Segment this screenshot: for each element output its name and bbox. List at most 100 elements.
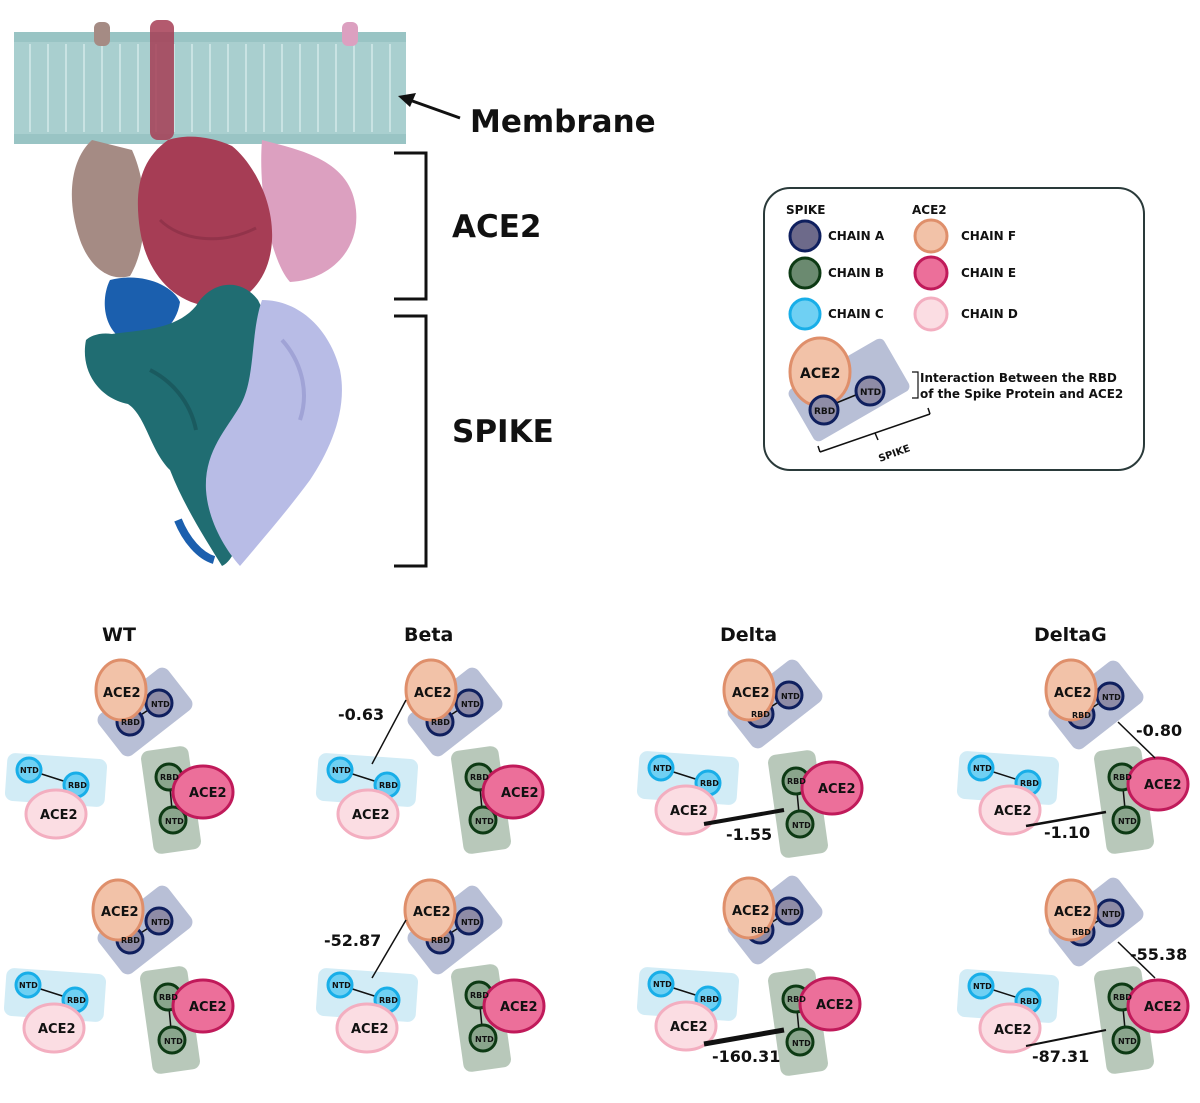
legend: SPIKE ACE2 CHAIN A CHAIN B CHAIN C CHAIN… [763, 187, 1145, 471]
svg-text:RBD: RBD [751, 926, 770, 935]
svg-text:ACE2: ACE2 [732, 904, 770, 919]
spike-bracket [394, 314, 428, 568]
svg-text:ACE2: ACE2 [670, 1020, 708, 1035]
svg-text:RBD: RBD [814, 407, 835, 417]
panel-beta-bottom: ACE2 ACE2 ACE2 -52.87 [313, 878, 546, 1075]
svg-text:ACE2: ACE2 [800, 366, 840, 382]
svg-text:ACE2: ACE2 [1144, 778, 1182, 793]
svg-text:NTD: NTD [461, 700, 480, 709]
svg-text:ACE2: ACE2 [352, 808, 390, 823]
chain-f-swatch [913, 218, 949, 254]
beta-bottom-value: -52.87 [324, 931, 381, 950]
deltag-bottom-value-b: -87.31 [1032, 1047, 1089, 1066]
svg-text:NTD: NTD [332, 766, 351, 775]
svg-text:RBD: RBD [1113, 773, 1132, 782]
svg-text:NTD: NTD [792, 1039, 811, 1048]
svg-text:RBD: RBD [431, 718, 450, 727]
legend-chain-a: CHAIN A [828, 229, 885, 243]
beta-top-value: -0.63 [338, 705, 384, 724]
chain-d-swatch [913, 296, 949, 332]
legend-spike-title: SPIKE [786, 203, 825, 217]
svg-text:NTD: NTD [475, 817, 494, 826]
svg-text:NTD: NTD [781, 692, 800, 701]
svg-text:NTD: NTD [1102, 693, 1121, 702]
svg-text:NTD: NTD [151, 918, 170, 927]
legend-interaction-line2: of the Spike Protein and ACE2 [920, 387, 1123, 401]
svg-text:NTD: NTD [164, 1037, 183, 1046]
legend-chain-d: CHAIN D [961, 307, 1018, 321]
svg-text:NTD: NTD [151, 700, 170, 709]
svg-text:ACE2: ACE2 [994, 1023, 1032, 1038]
svg-text:ACE2: ACE2 [816, 998, 854, 1013]
ace2-bracket [394, 151, 428, 301]
legend-chain-e: CHAIN E [961, 266, 1016, 280]
panel-title-deltag: DeltaG [1034, 624, 1107, 646]
svg-text:RBD: RBD [787, 777, 806, 786]
legend-ace2-title: ACE2 [912, 203, 947, 217]
svg-text:ACE2: ACE2 [101, 905, 139, 920]
svg-text:ACE2: ACE2 [501, 786, 539, 801]
membrane-label: Membrane [470, 104, 656, 140]
svg-text:RBD: RBD [160, 773, 179, 782]
svg-text:ACE2: ACE2 [818, 782, 856, 797]
svg-text:RBD: RBD [68, 781, 87, 790]
svg-text:NTD: NTD [653, 980, 672, 989]
svg-text:NTD: NTD [475, 1035, 494, 1044]
svg-text:NTD: NTD [165, 817, 184, 826]
legend-chain-c: CHAIN C [828, 307, 884, 321]
svg-text:NTD: NTD [1118, 1037, 1137, 1046]
svg-text:ACE2: ACE2 [189, 786, 227, 801]
panel-beta-top: ACE2 ACE2 ACE2 -0.63 [313, 658, 545, 857]
svg-text:RBD: RBD [470, 991, 489, 1000]
svg-text:ACE2: ACE2 [1144, 1000, 1182, 1015]
ace2-structure [71, 136, 357, 307]
svg-text:NTD: NTD [781, 908, 800, 917]
svg-text:ACE2: ACE2 [189, 1000, 227, 1015]
svg-text:RBD: RBD [700, 779, 719, 788]
panel-delta-bottom: ACE2 ACE2 ACE2 -160.31 [634, 870, 862, 1079]
svg-text:RBD: RBD [1113, 993, 1132, 1002]
panel-title-beta: Beta [404, 624, 453, 646]
chain-e-swatch [913, 255, 949, 291]
deltag-top-value-a: -0.80 [1136, 721, 1182, 740]
panel-title-wt: WT [102, 624, 136, 646]
svg-text:ACE2: ACE2 [1054, 686, 1092, 701]
svg-text:ACE2: ACE2 [38, 1022, 76, 1037]
ace2-label: ACE2 [452, 209, 542, 245]
svg-text:NTD: NTD [1118, 817, 1137, 826]
panel-deltag-top: ACE2 ACE2 ACE2 -0.80 -1.10 [954, 655, 1190, 857]
svg-text:RBD: RBD [121, 936, 140, 945]
svg-text:ACE2: ACE2 [40, 808, 78, 823]
panel-deltag-bottom: ACE2 ACE2 ACE2 -55.38 -87.31 [954, 872, 1190, 1077]
svg-text:NTD: NTD [973, 764, 992, 773]
svg-text:RBD: RBD [470, 773, 489, 782]
svg-text:ACE2: ACE2 [413, 905, 451, 920]
svg-text:NTD: NTD [461, 918, 480, 927]
delta-top-value: -1.55 [726, 825, 772, 844]
chain-domain-labels: RBD NTD NTD RBD RBD NTD RBD NTD NTD RBD RBD NT… [19, 692, 1137, 1048]
legend-chain-b: CHAIN B [828, 266, 884, 280]
svg-text:RBD: RBD [1072, 711, 1091, 720]
svg-text:ACE2: ACE2 [670, 804, 708, 819]
svg-text:RBD: RBD [1020, 997, 1039, 1006]
svg-text:RBD: RBD [159, 993, 178, 1002]
svg-text:ACE2: ACE2 [732, 686, 770, 701]
svg-text:RBD: RBD [379, 996, 398, 1005]
spike-label: SPIKE [452, 414, 554, 450]
spike-structure [84, 277, 342, 566]
deltag-top-value-b: -1.10 [1044, 823, 1090, 842]
svg-text:RBD: RBD [787, 995, 806, 1004]
svg-text:RBD: RBD [379, 781, 398, 790]
panel-wt-bottom: ACE2 ACE2 ACE2 [1, 878, 235, 1077]
panel-delta-top: ACE2 ACE2 ACE2 -1.55 [634, 654, 864, 861]
panel-title-delta: Delta [720, 624, 777, 646]
svg-text:NTD: NTD [1102, 910, 1121, 919]
svg-text:NTD: NTD [860, 388, 881, 398]
svg-text:RBD: RBD [121, 718, 140, 727]
svg-text:RBD: RBD [751, 710, 770, 719]
deltag-bottom-value-a: -55.38 [1130, 945, 1187, 964]
svg-text:NTD: NTD [19, 981, 38, 990]
legend-interaction-line1: Interaction Between the RBD [920, 371, 1117, 385]
svg-text:RBD: RBD [431, 936, 450, 945]
svg-text:ACE2: ACE2 [500, 1000, 538, 1015]
